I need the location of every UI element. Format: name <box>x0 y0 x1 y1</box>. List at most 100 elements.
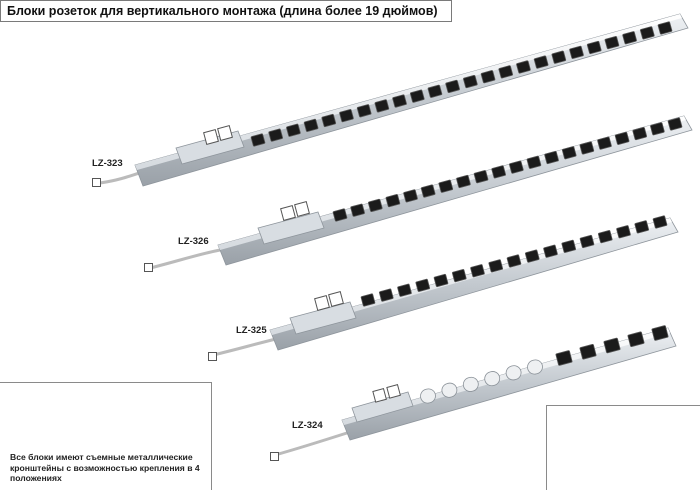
socket <box>569 45 584 59</box>
socket <box>509 160 524 174</box>
model-checkbox-lz-326[interactable] <box>144 263 153 272</box>
pdu-body <box>269 217 679 351</box>
power-cord <box>149 248 221 270</box>
socket <box>321 113 337 128</box>
socket <box>491 165 506 179</box>
socket <box>561 239 577 253</box>
socket <box>332 208 348 222</box>
socket <box>505 365 522 381</box>
socket <box>506 254 522 268</box>
socket <box>614 131 630 145</box>
breaker-switch <box>372 388 387 403</box>
socket <box>603 337 621 354</box>
bracket-note: Все блоки имеют съемные металлические кр… <box>10 452 200 483</box>
bracket-panel <box>0 382 212 490</box>
socket <box>604 36 620 50</box>
socket <box>651 325 669 341</box>
breaker-switch <box>217 125 233 141</box>
power-cord <box>212 336 281 357</box>
socket <box>488 259 504 273</box>
socket <box>397 283 412 297</box>
socket <box>441 382 458 398</box>
socket <box>462 376 479 392</box>
model-checkbox-lz-324[interactable] <box>270 452 279 461</box>
socket <box>367 198 383 212</box>
socket <box>250 133 266 147</box>
model-label-lz-325: LZ-325 <box>236 325 267 336</box>
socket <box>597 230 613 244</box>
breaker-switch <box>328 291 344 307</box>
power-cord <box>274 430 351 457</box>
socket <box>445 79 460 94</box>
model-checkbox-lz-325[interactable] <box>208 352 217 361</box>
socket <box>286 123 301 137</box>
socket <box>403 189 418 203</box>
pdu-lz-323 <box>99 13 689 187</box>
socket <box>409 89 425 103</box>
socket <box>667 117 683 131</box>
socket <box>451 269 467 283</box>
socket <box>480 70 496 84</box>
breaker-switch <box>294 201 310 217</box>
socket <box>622 31 637 45</box>
model-checkbox-lz-323[interactable] <box>92 178 101 187</box>
socket-row <box>250 21 673 147</box>
socket <box>433 273 449 288</box>
socket <box>438 179 454 193</box>
page-title: Блоки розеток для вертикального монтажа … <box>7 4 438 18</box>
pdu-lz-324 <box>274 325 677 457</box>
socket <box>420 184 436 198</box>
socket <box>526 155 542 169</box>
socket <box>544 150 559 165</box>
socket <box>473 170 489 184</box>
breaker-switch <box>203 129 219 145</box>
socket <box>427 84 443 98</box>
socket <box>657 21 673 35</box>
socket <box>356 104 372 118</box>
socket <box>561 146 577 160</box>
socket <box>516 60 531 74</box>
breaker-switch <box>386 384 401 399</box>
socket <box>650 122 665 136</box>
socket <box>385 194 401 208</box>
socket <box>268 128 283 142</box>
socket <box>555 350 573 366</box>
socket <box>456 174 471 189</box>
socket <box>303 118 319 132</box>
socket <box>420 388 436 404</box>
socket <box>484 371 501 387</box>
socket <box>579 234 595 249</box>
socket <box>498 65 514 79</box>
socket <box>640 26 655 40</box>
socket <box>463 74 478 89</box>
socket <box>579 141 595 155</box>
socket <box>579 343 597 360</box>
pdu-lz-326 <box>149 115 693 270</box>
socket <box>652 215 668 229</box>
socket <box>627 331 645 348</box>
iec-socket-row <box>555 325 669 366</box>
socket <box>339 109 354 123</box>
socket <box>527 359 543 375</box>
socket <box>634 220 650 234</box>
socket <box>392 94 407 108</box>
schuko-socket-row <box>420 359 543 404</box>
pdu-lz-325 <box>212 215 679 357</box>
socket <box>597 136 612 150</box>
model-label-lz-326: LZ-326 <box>178 236 209 247</box>
socket <box>470 264 485 278</box>
socket <box>360 293 376 307</box>
model-label-lz-324: LZ-324 <box>292 420 323 431</box>
plug-panel <box>546 405 700 490</box>
socket <box>415 278 431 292</box>
socket-row <box>360 215 668 307</box>
breaker-switch <box>314 295 330 311</box>
socket <box>543 244 558 258</box>
title-box: Блоки розеток для вертикального монтажа … <box>0 0 452 22</box>
breaker-switch <box>280 205 296 221</box>
socket <box>616 225 631 239</box>
socket <box>586 40 602 55</box>
socket <box>524 249 540 263</box>
socket <box>350 203 365 217</box>
